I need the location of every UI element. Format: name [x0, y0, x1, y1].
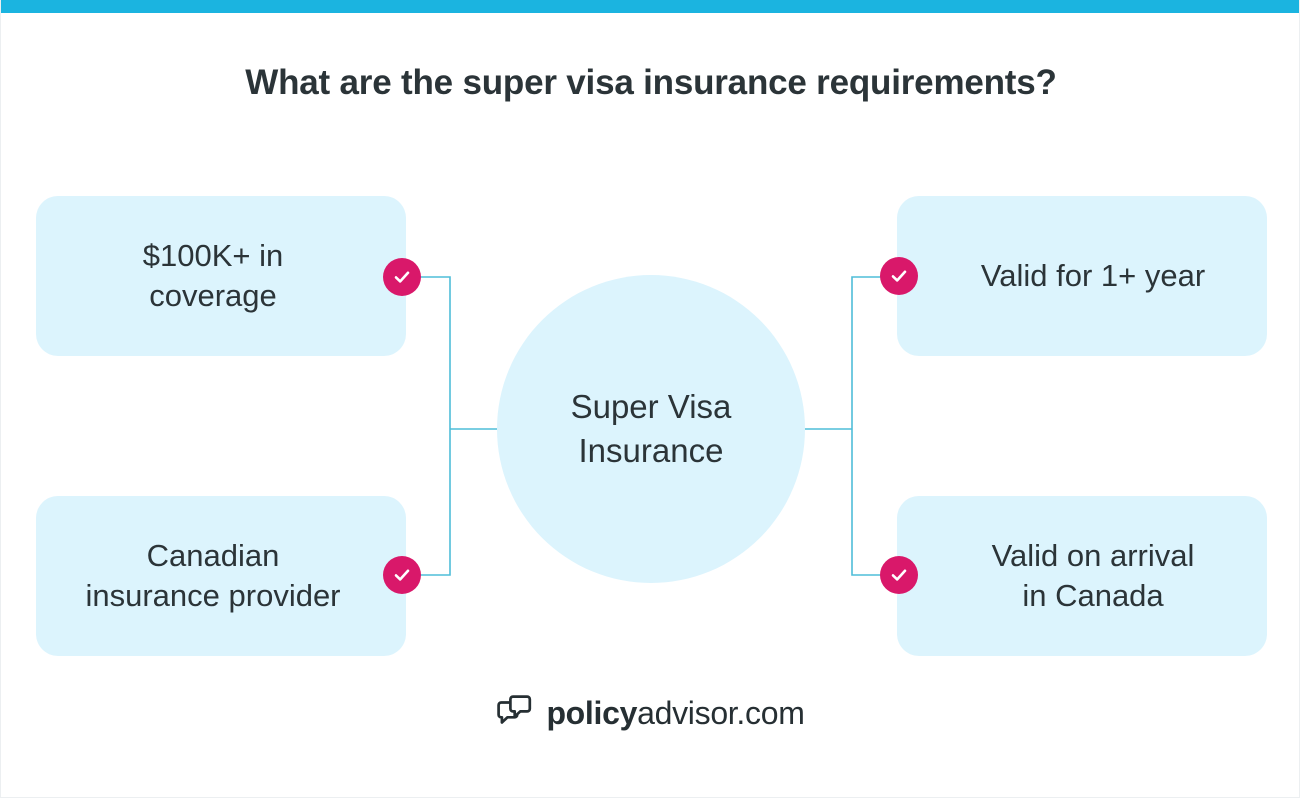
- check-badge-coverage-amount: [383, 258, 421, 296]
- center-node-label: Super Visa Insurance: [571, 385, 732, 472]
- center-node: Super Visa Insurance: [497, 275, 805, 583]
- requirement-label: Valid for 1+ year: [945, 256, 1219, 296]
- brand-logo-bold: policy: [546, 694, 638, 731]
- check-icon: [394, 271, 410, 283]
- check-badge-valid-on-arrival: [880, 556, 918, 594]
- requirement-card-validity-period: Valid for 1+ year: [897, 196, 1267, 356]
- requirement-card-valid-on-arrival: Valid on arrival in Canada: [897, 496, 1267, 656]
- check-icon: [394, 569, 410, 581]
- top-accent-bar: [1, 0, 1299, 13]
- requirement-label: Valid on arrival in Canada: [956, 536, 1209, 617]
- requirement-line-2: in Canada: [1022, 578, 1164, 613]
- center-node-line-2: Insurance: [578, 432, 724, 469]
- requirement-line-1: $100K+ in: [142, 237, 284, 273]
- brand-logo: policyadvisor.com: [1, 694, 1299, 732]
- requirement-line-2: insurance provider: [85, 578, 341, 613]
- brand-logo-light: advisor.com: [637, 694, 805, 731]
- page-title: What are the super visa insurance requir…: [245, 63, 1057, 102]
- requirement-label: Canadian insurance provider: [71, 536, 370, 617]
- center-node-line-1: Super Visa: [570, 388, 732, 426]
- speech-bubbles-icon: [497, 695, 532, 724]
- requirement-line-1: Valid on arrival: [991, 537, 1195, 573]
- check-badge-canadian-provider: [383, 556, 421, 594]
- requirement-label: $100K+ in coverage: [129, 236, 313, 317]
- check-icon: [891, 569, 907, 581]
- check-badge-validity-period: [880, 257, 918, 295]
- brand-logo-text: policyadvisor.com: [546, 695, 804, 732]
- check-icon: [891, 270, 907, 282]
- requirement-card-coverage-amount: $100K+ in coverage: [36, 196, 406, 356]
- requirement-line-1: Valid for 1+ year: [980, 257, 1206, 293]
- requirement-line-2: coverage: [149, 278, 277, 313]
- requirement-card-canadian-provider: Canadian insurance provider: [36, 496, 406, 656]
- requirement-line-1: Canadian: [146, 537, 280, 573]
